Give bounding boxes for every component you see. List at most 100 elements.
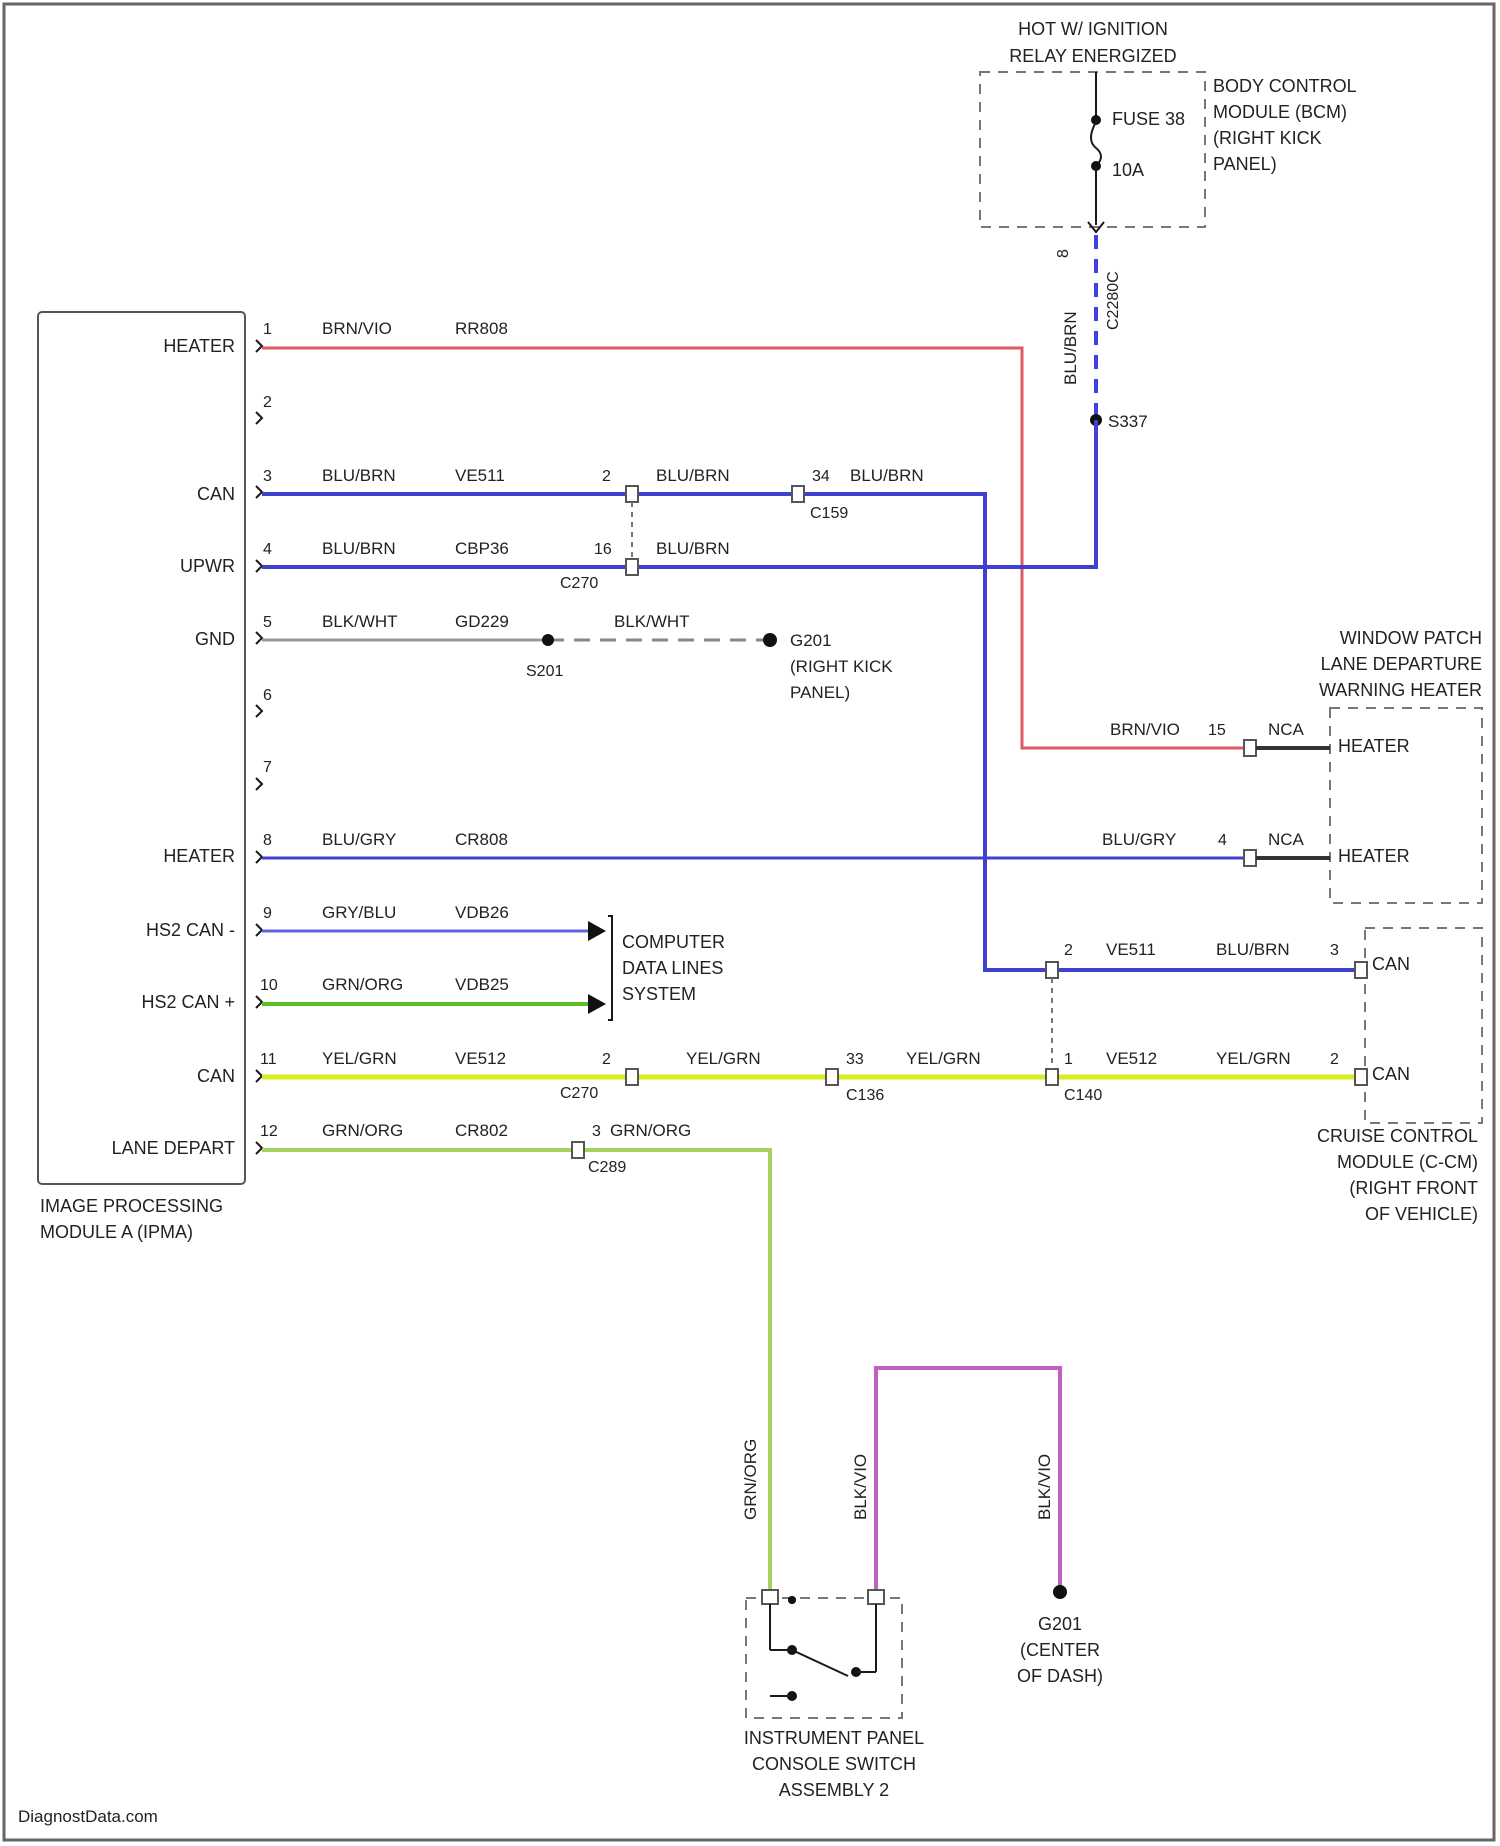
ccm-can1-wire: BLU/BRN: [1216, 940, 1290, 959]
arrow-hs2-plus: [588, 994, 606, 1014]
pin-4-num: 4: [263, 541, 272, 558]
yel-c270-pin: 2: [602, 1051, 611, 1068]
can-c270-pin: 2: [602, 468, 611, 485]
wire-lane-12: [262, 1150, 770, 1590]
gnd-splice-label: S201: [526, 663, 563, 680]
yel-wire: YEL/GRN: [686, 1049, 761, 1068]
gnd-ground-loc-2: PANEL): [790, 683, 850, 702]
ipma-name-1: IMAGE PROCESSING: [40, 1196, 223, 1216]
ccm-title-1: CRUISE CONTROL: [1317, 1126, 1478, 1146]
wire9-circuit: VDB26: [455, 903, 509, 922]
ipma-pins: HEATER 1 2 CAN 3 UPWR 4 GND 5 6 7 HEATER…: [112, 321, 278, 1158]
wire8-color: BLU/GRY: [322, 830, 396, 849]
c159-label: C159: [810, 505, 848, 522]
ccm-title-3: (RIGHT FRONT: [1349, 1178, 1478, 1198]
yel-c136-pin: 33: [846, 1051, 864, 1068]
lane-wire2: GRN/ORG: [610, 1121, 691, 1140]
switch-ground: G201: [1038, 1614, 1082, 1634]
pin-3-name: CAN: [197, 484, 235, 504]
can-c270-wire: BLU/BRN: [656, 466, 730, 485]
ccm-can1-c140pin: 2: [1064, 942, 1073, 959]
ccm-can2-c140pin: 1: [1064, 1051, 1073, 1068]
ccm-can2-circuit: VE512: [1106, 1049, 1157, 1068]
top-power-section: HOT W/ IGNITION RELAY ENERGIZED BODY CON…: [980, 19, 1357, 431]
heater-pin2-label: HEATER: [1338, 846, 1410, 866]
wire3-circuit: VE511: [455, 466, 505, 485]
switch-ground-dot: [1053, 1585, 1067, 1599]
wire4-color: BLU/BRN: [322, 539, 396, 558]
pin-8-num: 8: [263, 832, 272, 849]
wire12-color: GRN/ORG: [322, 1121, 403, 1140]
heater-pin1-label: HEATER: [1338, 736, 1410, 756]
yel-wire2: YEL/GRN: [906, 1049, 981, 1068]
pin-6-num: 6: [263, 687, 272, 704]
switch-assembly: GRN/ORG BLK/VIO BLK/VIO G201 (CENTER OF …: [741, 1368, 1103, 1800]
wire-bkvio: [876, 1368, 1060, 1590]
pin-10-num: 10: [260, 977, 278, 994]
ccm-can2-wire: YEL/GRN: [1216, 1049, 1291, 1068]
pin-8-name: HEATER: [163, 846, 235, 866]
pin-5-name: GND: [195, 629, 235, 649]
wire10-color: GRN/ORG: [322, 975, 403, 994]
wire5-circuit: GD229: [455, 612, 509, 631]
ipma-box: [38, 312, 245, 1184]
gnd-ground: [763, 633, 777, 647]
switch-wire-left: GRN/ORG: [741, 1439, 760, 1520]
can-c159-pin: 34: [812, 468, 830, 485]
switch-name-2: CONSOLE SWITCH: [752, 1754, 916, 1774]
pin-5-num: 5: [263, 614, 272, 631]
ccm-can1-pin: 3: [1330, 942, 1339, 959]
switch-ground-loc-2: OF DASH): [1017, 1666, 1103, 1686]
bcm-label-4: PANEL): [1213, 154, 1277, 174]
c140-label: C140: [1064, 1087, 1102, 1104]
heater-pin2-nca: NCA: [1268, 830, 1305, 849]
switch-ground-loc-1: (CENTER: [1020, 1640, 1100, 1660]
heater-pin1-wire: BRN/VIO: [1110, 720, 1180, 739]
cdl-1: COMPUTER: [622, 932, 725, 952]
pin-3-num: 3: [263, 468, 272, 485]
heater-title-3: WARNING HEATER: [1319, 680, 1482, 700]
heater-pin1-num: 15: [1208, 722, 1226, 739]
cdl-2: DATA LINES: [622, 958, 723, 978]
c136-label: C136: [846, 1087, 884, 1104]
pin-2-num: 2: [263, 394, 272, 411]
pin-11-name: CAN: [197, 1066, 235, 1086]
switch-wire-right: BLK/VIO: [1035, 1454, 1054, 1520]
pin-10-name: HS2 CAN +: [141, 992, 235, 1012]
wire9-color: GRY/BLU: [322, 903, 396, 922]
ccm-can2-pin: 2: [1330, 1051, 1339, 1068]
lane-c289-pin: 3: [592, 1123, 601, 1140]
vert-wire-color: BLU/BRN: [1061, 311, 1080, 385]
pin-12-num: 12: [260, 1123, 278, 1140]
wire8-circuit: CR808: [455, 830, 508, 849]
wire1-circuit: RR808: [455, 319, 508, 338]
wire3-color: BLU/BRN: [322, 466, 396, 485]
fuse-pin: 8: [1055, 249, 1072, 258]
c270-label-yel: C270: [560, 1085, 598, 1102]
pin-9-name: HS2 CAN -: [146, 920, 235, 940]
wire1-color: BRN/VIO: [322, 319, 392, 338]
heater-title-2: LANE DEPARTURE: [1321, 654, 1482, 674]
heater-pin1-nca: NCA: [1268, 720, 1305, 739]
can-c159-wire: BLU/BRN: [850, 466, 924, 485]
gnd-ground-loc-1: (RIGHT KICK: [790, 657, 893, 676]
heater-pin2-wire: BLU/GRY: [1102, 830, 1176, 849]
cdl-3: SYSTEM: [622, 984, 696, 1004]
pin-12-name: LANE DEPART: [112, 1138, 235, 1158]
ccm-can2-label: CAN: [1372, 1064, 1410, 1084]
c289-label: C289: [588, 1159, 626, 1176]
heater-title-1: WINDOW PATCH: [1340, 628, 1482, 648]
fuse-label: FUSE 38: [1112, 109, 1185, 129]
pin-4-name: UPWR: [180, 556, 235, 576]
gnd-wire2: BLK/WHT: [614, 612, 690, 631]
switch-wire-mid: BLK/VIO: [851, 1454, 870, 1520]
gnd-ground-label: G201: [790, 631, 832, 650]
splice-s337-label: S337: [1108, 412, 1148, 431]
wire11-circuit: VE512: [455, 1049, 506, 1068]
pin-1-num: 1: [263, 321, 272, 338]
gnd-splice: [542, 634, 554, 646]
footer-brand: DiagnostData.com: [18, 1807, 158, 1826]
c270-label-upwr: C270: [560, 575, 598, 592]
heater-module: WINDOW PATCH LANE DEPARTURE WARNING HEAT…: [1102, 628, 1482, 903]
